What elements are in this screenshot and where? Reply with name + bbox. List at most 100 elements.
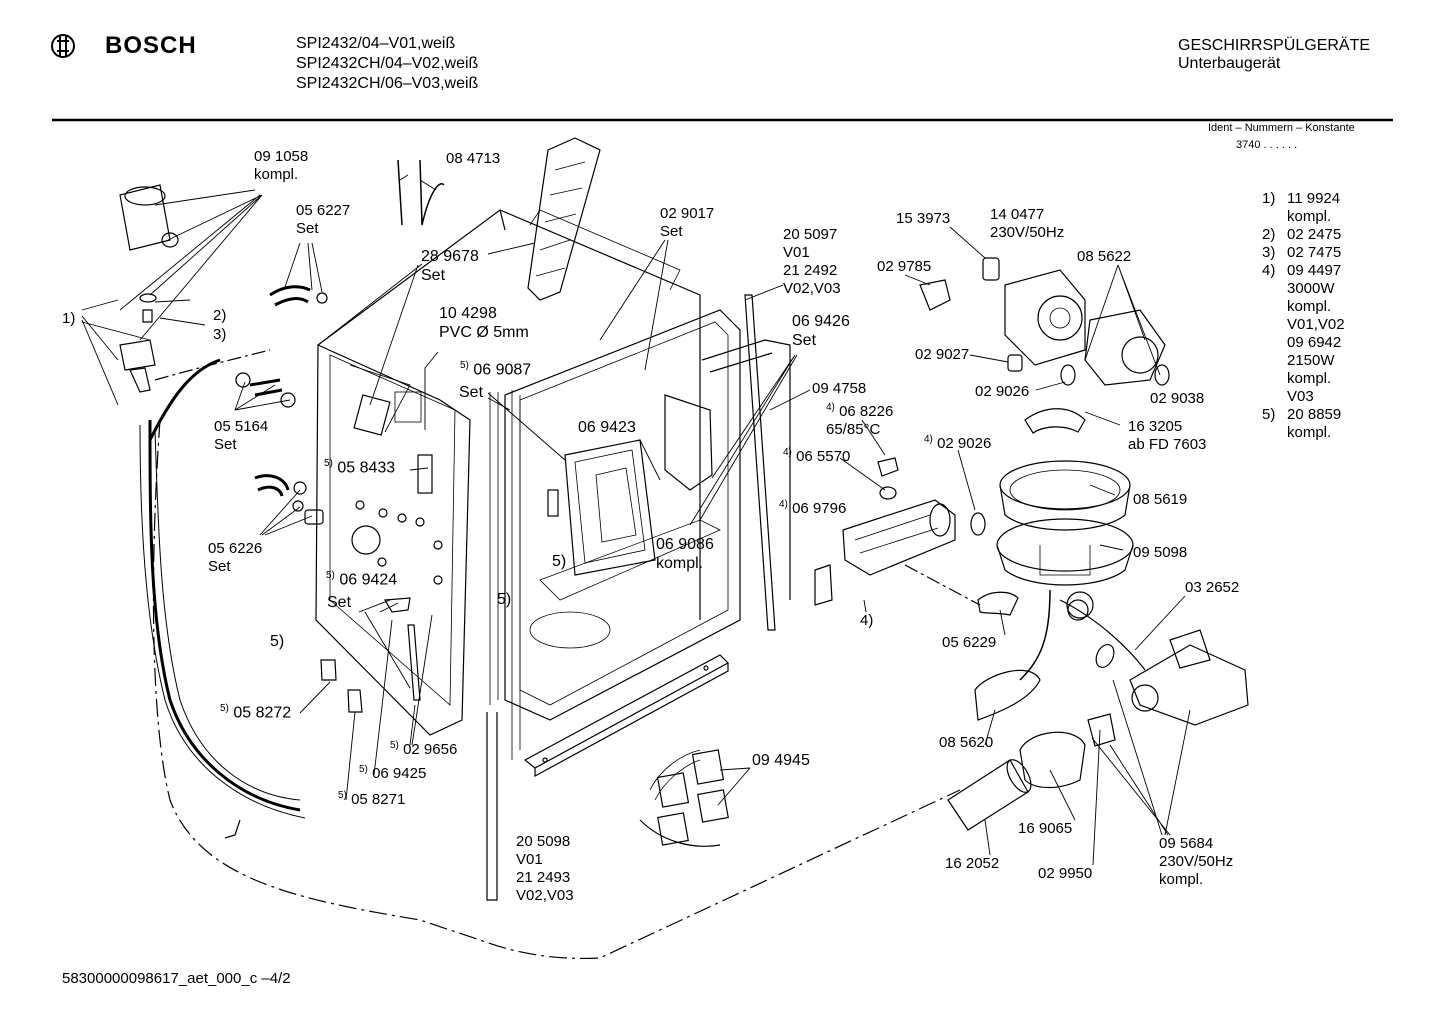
part-label-029027: 02 9027: [915, 346, 970, 363]
legend-row: 5) 20 8859 kompl.: [1262, 406, 1345, 442]
cabinet-outline: [152, 419, 961, 960]
part-label-094945: 09 4945: [752, 752, 810, 769]
part-label-055164: 05 5164 Set: [214, 418, 269, 453]
sump: [996, 408, 1134, 619]
cable-harness: [139, 358, 306, 839]
legend-row: 2) 02 2475: [1262, 226, 1345, 244]
part-label-095098: 09 5098: [1133, 544, 1188, 561]
legend-num: 1): [1262, 190, 1276, 207]
leader-lines: [81, 174, 1191, 866]
hose: [1019, 589, 1051, 681]
inlet-valve: [1067, 599, 1249, 726]
part-label-069086: 06 9086 kompl.: [656, 536, 714, 573]
base-plate: [523, 654, 729, 778]
part-label-069087: 5) 06 9087: [460, 360, 531, 380]
legend-num: 4): [1262, 262, 1276, 279]
hose-056229: [977, 591, 1019, 616]
part-label-069796: 4) 06 9796: [779, 499, 846, 518]
part-number: 06 5570: [796, 448, 851, 465]
part-label-085620: 08 5620: [939, 734, 994, 751]
part-label-169065: 16 9065: [1018, 820, 1073, 837]
footnote-marker: 5): [326, 570, 335, 581]
marker-5-b: 5): [497, 591, 512, 608]
wiring-harness: [639, 749, 729, 847]
part-label-029017: 02 9017 Set: [660, 205, 715, 240]
part-number: 06 8226 65/85°C: [826, 403, 894, 438]
part-label-058271: 5) 05 8271: [338, 790, 405, 809]
part-label-069424: 5) 06 9424: [326, 570, 397, 590]
hose-085620: [974, 669, 1041, 721]
model-line-2: SPI2432CH/04–V02,weiß: [296, 55, 479, 72]
part-label-153973: 15 3973: [896, 210, 951, 227]
model-line-1: SPI2432/04–V01,weiß: [296, 35, 456, 52]
hose-connector: [1019, 713, 1116, 789]
category-title: GESCHIRRSPÜLGERÄTE: [1178, 37, 1371, 54]
footnote-marker: 4): [826, 402, 835, 413]
document-code: 58300000098617_aet_000_c –4/2: [62, 970, 291, 987]
part-label-068226: 4) 06 8226 65/85°C: [826, 402, 893, 439]
part-label-069087-set: Set: [459, 384, 484, 401]
footnote-marker: 5): [324, 458, 333, 469]
legend-text: 11 9924 kompl.: [1287, 190, 1341, 225]
footnote-marker: 4): [783, 447, 792, 458]
footnote-marker: 5): [390, 740, 399, 751]
part-label-091058: 09 1058 kompl.: [254, 148, 309, 183]
legend-text: 09 4497 3000W kompl. V01,V02 09 6942 215…: [1287, 262, 1345, 405]
part-number: 02 9656: [403, 741, 458, 758]
part-number: 06 9425: [372, 765, 427, 782]
part-number: 02 9026: [937, 435, 992, 452]
part-label-084713: 08 4713: [446, 150, 501, 167]
footnote-marker: 4): [924, 434, 933, 445]
part-label-085622: 08 5622: [1077, 248, 1132, 265]
part-number: 05 8272: [233, 704, 292, 722]
part-label-094758: 09 4758: [812, 380, 867, 397]
hose-end: [1006, 759, 1032, 793]
legend-num: 2): [1262, 226, 1276, 243]
footnote-marker: 4): [779, 499, 788, 510]
part-label-069424-set: Set: [327, 594, 352, 611]
part-label-289678: 28 9678 Set: [421, 248, 479, 285]
connector-line: [904, 564, 981, 606]
part-number: 06 9087: [473, 361, 532, 379]
legend-row: 3)02 7475: [1262, 244, 1345, 262]
marker-3: 3): [213, 326, 227, 343]
tub-body: [317, 209, 741, 760]
part-label-065570: 4) 06 5570: [783, 447, 850, 466]
part-label-140477: 14 0477 230V/50Hz: [990, 206, 1065, 241]
footnote-marker: 5): [460, 360, 469, 371]
bosch-logo-icon: [51, 34, 75, 58]
part-label-069425: 5) 06 9425: [359, 764, 426, 783]
legend-num: 5): [1262, 406, 1276, 423]
hose: [1059, 599, 1146, 671]
subcategory-title: Unterbaugerät: [1178, 55, 1281, 72]
part-number: 05 8271: [351, 791, 406, 808]
circulation-pump: [919, 257, 1170, 386]
part-label-029038: 02 9038: [1150, 390, 1205, 407]
leader-lines: [863, 599, 867, 613]
marker-1: 1): [62, 310, 76, 327]
part-label-163205: 16 3205 ab FD 7603: [1128, 418, 1207, 453]
footnote-legend: 1) 11 9924 kompl. 2) 02 2475 3)02 7475 4) 0…: [1262, 190, 1345, 442]
marker-4: 4): [860, 612, 874, 629]
left-seal-strip: [486, 712, 498, 901]
brand-name: BOSCH: [105, 32, 197, 59]
ident-label: Ident – Nummern – Konstante: [1208, 122, 1355, 134]
part-label-029785: 02 9785: [877, 258, 932, 275]
part-number: 06 9424: [339, 571, 398, 589]
part-label-056227: 05 6227 Set: [296, 202, 351, 237]
footnote-marker: 5): [220, 703, 229, 714]
side-panel: [315, 344, 471, 736]
footnote-marker: 5): [338, 790, 347, 801]
hose-162052: [947, 759, 1029, 831]
part-label-162052: 16 2052: [945, 855, 1000, 872]
legend-text: 02 2475: [1287, 226, 1342, 243]
marker-2: 2): [213, 307, 227, 324]
legend-text: 20 8859 kompl.: [1287, 406, 1342, 441]
heater: [814, 457, 986, 606]
part-label-058272: 5) 05 8272: [220, 703, 291, 723]
part-label-058433: 5) 05 8433: [324, 458, 395, 478]
marker-5-c: 5): [552, 553, 567, 570]
legend-text: 02 7475: [1287, 244, 1342, 261]
marker-5-a: 5): [270, 633, 285, 650]
